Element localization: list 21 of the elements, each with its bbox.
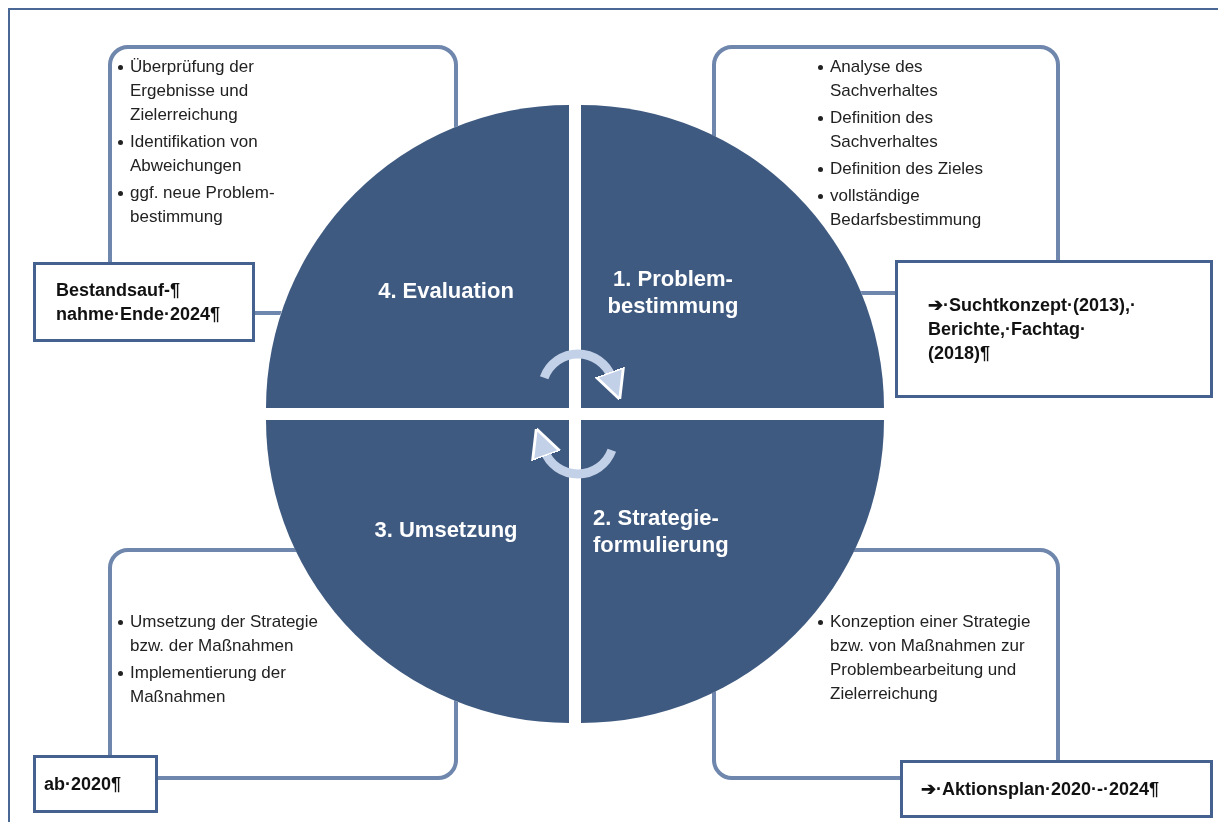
note-text: ➔·Suchtkonzept·(2013),· Berichte,·Fachtag· (2018)¶: [928, 294, 1138, 365]
bullet-text: Umsetzung der Strategie bzw. der Maßnahmen: [130, 612, 319, 655]
note-box: [895, 260, 1213, 398]
note-text: ➔·Aktionsplan·2020·-·2024¶: [921, 778, 1161, 801]
bullet-text: Definition des Zieles: [830, 159, 984, 178]
note-text: ab·2020¶: [44, 773, 123, 796]
note-box: [33, 262, 255, 342]
phase-title: 3. Umsetzung: [373, 516, 519, 543]
bullet-text: Definition des Sachverhaltes: [830, 108, 938, 151]
bullet-text: Implementierung der Maßnahmen: [130, 663, 286, 706]
phase-title: 4. Evaluation: [377, 277, 515, 304]
bullet-text: Konzeption einer Strategie bzw. von Maßnahmen zur Problembearbeitung und Zielerreichung: [830, 612, 1031, 703]
bullet-text: vollständige Bedarfsbestimmung: [830, 186, 982, 229]
note-box: [33, 755, 158, 813]
phase-title: 1. Problem- bestimmung: [606, 265, 740, 319]
phase-title: 2. Strategie- formulierung: [593, 504, 730, 558]
note-text: Bestandsauf-¶ nahme·Ende·2024¶: [56, 279, 222, 326]
bullet-text: Überprüfung der Ergebnisse und Zielerreichung: [130, 57, 254, 124]
bullet-text: Analyse des Sachverhaltes: [830, 57, 938, 100]
bullet-text: ggf. neue Problem- bestimmung: [130, 183, 275, 226]
note-box: [900, 760, 1213, 818]
